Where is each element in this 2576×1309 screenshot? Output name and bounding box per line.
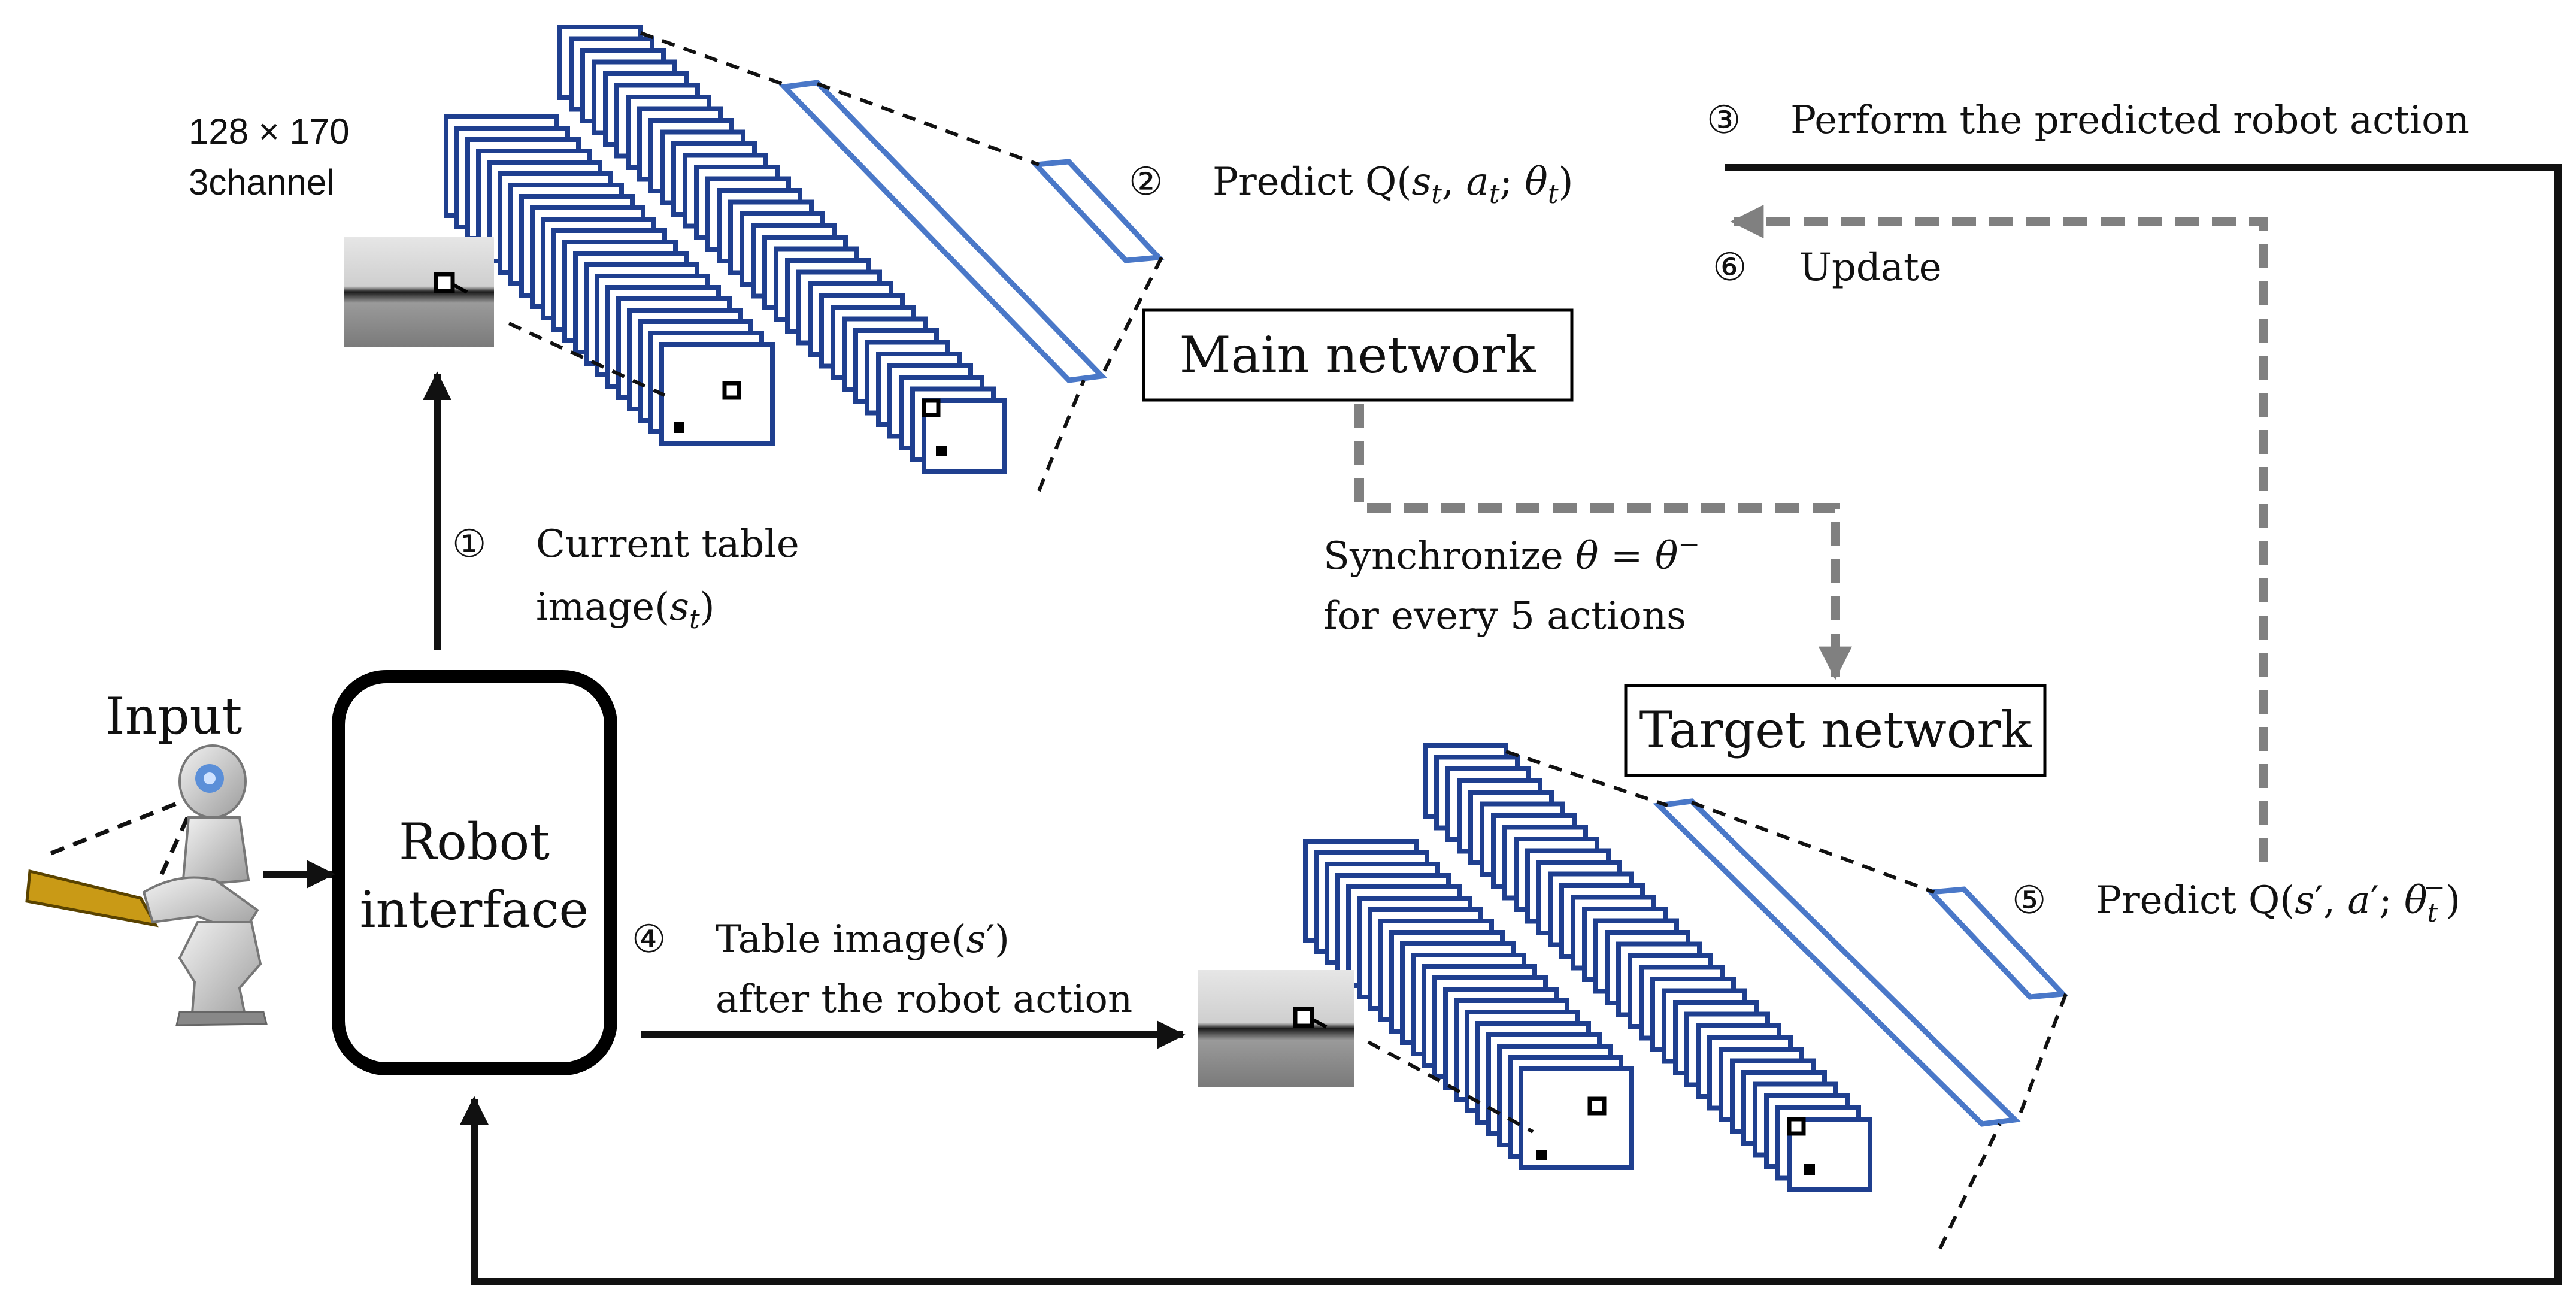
- input-label: Input: [105, 687, 243, 746]
- step4-line2: after the robot action: [716, 977, 1132, 1022]
- step4-number: ④: [632, 917, 666, 962]
- current-table-image: [344, 237, 494, 347]
- target-network-projection-lines: [1367, 750, 2068, 1250]
- main-network-box: [1142, 308, 1574, 402]
- main-network-conv-layer-2: [557, 25, 1007, 474]
- ball-marker: [936, 446, 947, 456]
- target-network-conv-layer-2: [1423, 743, 1872, 1192]
- filter-map: [1519, 1066, 1634, 1170]
- main-network-projection-lines: [508, 31, 1163, 492]
- step5-text: Predict Q(s′, a′; θt−): [2096, 872, 2460, 928]
- step2-number: ②: [1129, 160, 1163, 204]
- step6-number: ⑥: [1713, 246, 1747, 290]
- step4-line1: Table image(s′): [716, 917, 1010, 962]
- table-image-after-action: [1198, 970, 1354, 1087]
- sync-line2: for every 5 actions: [1323, 594, 1686, 638]
- ball-marker: [1804, 1164, 1815, 1175]
- paddle-marker: [722, 381, 741, 400]
- nao-robot-figure: [25, 744, 268, 1026]
- input-size-line2: 3channel: [189, 162, 335, 202]
- step1-line2: image(st): [536, 585, 715, 635]
- main-network-fc-layer-1: [778, 80, 1108, 383]
- main-network-fc-layer-2: [1030, 159, 1165, 263]
- target-network-conv-layer-1: [1303, 839, 1634, 1170]
- step2-text: Predict Q(st, at; θt): [1213, 160, 1573, 210]
- perform-action-loop-arrow: [460, 164, 2562, 1285]
- step1-line1: Current table: [536, 522, 799, 566]
- sync-line1: Synchronize θ = θ−: [1323, 529, 1700, 578]
- step5-number: ⑤: [2012, 878, 2046, 923]
- ball-marker: [1536, 1150, 1547, 1160]
- target-network-label: Target network: [1639, 701, 2032, 759]
- robot-interface-line1: Robot: [399, 813, 550, 871]
- target-network-fc-layer-1: [1653, 798, 2021, 1127]
- main-network-label: Main network: [1180, 326, 1536, 384]
- step1-number: ①: [452, 522, 486, 566]
- ball-marker: [674, 422, 684, 433]
- target-network-box: [1624, 684, 2047, 777]
- paddle: [25, 869, 159, 928]
- synchronize-arrow: [1354, 404, 1852, 680]
- step6-text: Update: [1799, 246, 1942, 290]
- update-arrow: [1730, 205, 2268, 862]
- step3-text: Perform the predicted robot action: [1790, 98, 2469, 143]
- target-network-fc-layer-2: [1925, 886, 2069, 1000]
- paddle-marker: [922, 398, 941, 417]
- robot-interface-line2: interface: [360, 880, 589, 939]
- step3-number: ③: [1707, 98, 1741, 143]
- paddle-marker: [1587, 1096, 1607, 1116]
- main-network-conv-layer-1: [444, 114, 775, 446]
- robot-interface-box: [332, 670, 617, 1075]
- input-size-line1: 128 × 170: [189, 111, 350, 151]
- paddle-marker: [1787, 1117, 1806, 1136]
